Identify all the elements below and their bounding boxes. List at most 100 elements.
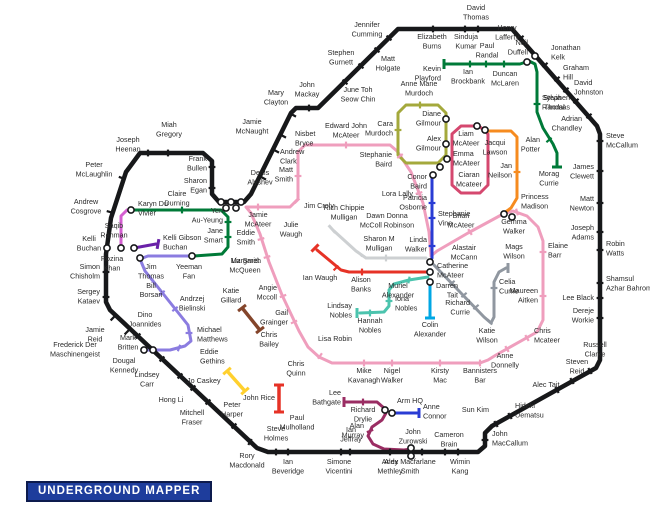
station-interchange-node[interactable] (140, 346, 148, 354)
station-neil-duffell[interactable] (531, 52, 539, 60)
station-cameron-brain[interactable] (443, 448, 447, 456)
station-gemma-walker[interactable] (515, 208, 519, 216)
station-duncan-mclaren[interactable] (502, 60, 506, 68)
station-mary-clayton[interactable] (289, 112, 297, 118)
station-interchange-node[interactable] (426, 268, 434, 276)
station-david-thomas[interactable] (476, 25, 480, 33)
station-stephanie-baird[interactable] (396, 153, 404, 159)
station-alec-tait[interactable] (554, 386, 560, 394)
station-interchange-node[interactable] (523, 58, 531, 66)
station-mike-kavanagh[interactable] (362, 359, 366, 367)
station-jonathan-kelk[interactable] (541, 61, 549, 69)
station-princess-madison[interactable] (500, 210, 508, 218)
station-interchange-node[interactable] (217, 198, 225, 206)
station-matt-holgate[interactable] (373, 46, 381, 54)
station-muriel-alexander[interactable] (407, 276, 411, 284)
station-jan-neilson[interactable] (513, 170, 521, 174)
station-edward-john-mcateer[interactable] (344, 141, 348, 149)
station-john-maccallum[interactable] (481, 438, 489, 442)
station-interchange-node[interactable] (117, 244, 125, 252)
station-frank-bullen[interactable] (208, 165, 216, 169)
station-sylvia-randal[interactable] (533, 102, 541, 106)
station-dawn-donna-mccoll-robinson[interactable] (356, 250, 364, 258)
station-hideki-uematsu[interactable] (507, 412, 513, 420)
station-john-zurowski[interactable] (407, 444, 415, 452)
station-linda-walker[interactable] (428, 244, 436, 248)
station-ian-waugh[interactable] (332, 264, 340, 272)
station-alison-banks[interactable] (360, 268, 364, 276)
station-alex-gilmour[interactable] (442, 140, 450, 148)
station-jennifer-cumming[interactable] (385, 34, 393, 42)
station-alastair-mccann[interactable] (448, 279, 456, 287)
station-james-clewett[interactable] (596, 169, 604, 173)
station-eddie-smith[interactable] (257, 237, 265, 241)
station-mitchell-fraser[interactable] (204, 398, 212, 406)
station-simone-vicentini[interactable] (339, 448, 343, 456)
station-claire-durning[interactable] (180, 206, 184, 214)
station-elaine-barr[interactable] (539, 250, 547, 254)
station-emma-mcateer[interactable] (443, 155, 451, 163)
station-richard-currie[interactable] (472, 303, 480, 311)
station-stephanie-vine[interactable] (428, 216, 436, 220)
station-joseph-adams[interactable] (596, 230, 604, 234)
station-sinduja-kumar[interactable] (463, 25, 467, 33)
station-adrian-chandley[interactable] (585, 112, 593, 120)
station-interchange-node[interactable] (481, 126, 489, 134)
station-steve-mccallum[interactable] (596, 139, 604, 143)
station-jamie-mcnaught[interactable] (272, 148, 280, 154)
station-andrzej-bielinski[interactable] (171, 306, 179, 312)
station-wimin-kang[interactable] (456, 448, 460, 456)
station-stephen-thomas[interactable] (572, 97, 580, 105)
station-matt-smith[interactable] (294, 174, 302, 178)
station-patricia-osborne[interactable] (428, 201, 436, 205)
station-ian-jeffray[interactable] (348, 448, 352, 456)
station-interchange-node[interactable] (407, 452, 415, 460)
station-arm-hq[interactable] (381, 406, 389, 414)
station-simon-chisholm[interactable] (102, 270, 110, 274)
station-anne-donnelly[interactable] (504, 345, 510, 353)
station-frederick-der-maschinengeist[interactable] (123, 328, 131, 336)
station-andy-methley[interactable] (388, 448, 392, 456)
station-alex-macfarlane-smith[interactable] (420, 448, 424, 456)
station-margaret-mcqueen[interactable] (220, 248, 228, 256)
station-sharon-m-mulligan[interactable] (384, 254, 388, 262)
station-andrew-cosgrove[interactable] (106, 210, 114, 214)
station-david-johnston[interactable] (562, 86, 570, 94)
station-liam-mcateer[interactable] (473, 122, 481, 130)
station-interchange-node[interactable] (237, 198, 245, 206)
station-lee-black[interactable] (596, 296, 604, 300)
station-diane-gilmour[interactable] (442, 115, 450, 123)
station-dougal-kennedy[interactable] (134, 332, 142, 340)
station-maureen-aitken[interactable] (539, 294, 547, 298)
station-cara-murdoch[interactable] (394, 128, 402, 132)
station-paul-randal[interactable] (484, 60, 488, 68)
station-yen-au-yeung[interactable] (224, 220, 232, 224)
station-gail-grainger[interactable] (290, 319, 298, 325)
station-yeeman-fan[interactable] (188, 252, 196, 260)
station-iona-nobles[interactable] (385, 299, 393, 303)
station-alan-murray[interactable] (366, 428, 374, 434)
station-henry-lafferty[interactable] (517, 34, 525, 42)
station-june-toh-seow-chin[interactable] (341, 78, 349, 86)
station-interchange-node[interactable] (130, 244, 138, 252)
station-sharon-egan[interactable] (208, 186, 216, 190)
station-miah-gregory[interactable] (166, 149, 170, 157)
station-mark-britten[interactable] (149, 346, 157, 354)
station-eddie-gethins[interactable] (176, 344, 182, 352)
station-steve-holmes[interactable] (274, 448, 278, 456)
station-bannisters-bar[interactable] (478, 359, 482, 367)
station-jamie-reid[interactable] (109, 314, 117, 322)
station-brian-mcateer[interactable] (467, 228, 473, 236)
station-ian-beveridge[interactable] (286, 448, 290, 456)
station-robin-watts[interactable] (596, 248, 604, 252)
station-john-mackay[interactable] (307, 104, 311, 112)
station-alan-potter[interactable] (545, 136, 553, 144)
station-chris-mcateer[interactable] (524, 334, 530, 342)
station-liz-smith[interactable] (263, 255, 271, 259)
station-rory-macdonald[interactable] (247, 438, 253, 446)
station-jo-caskey[interactable] (176, 372, 184, 380)
station-shamsul-azhar-bahrom[interactable] (596, 281, 604, 285)
station-celia-currie[interactable] (490, 286, 498, 290)
station-katie-wilson[interactable] (486, 318, 494, 326)
station-kelli-buchan[interactable] (103, 244, 111, 252)
